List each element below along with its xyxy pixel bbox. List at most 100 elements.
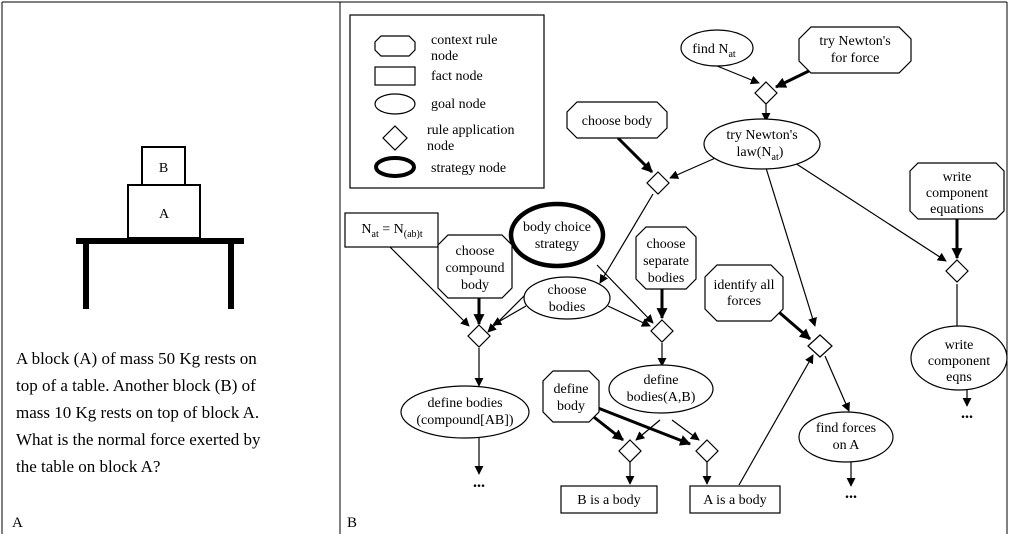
rule-node xyxy=(467,324,491,348)
node-try-newton-law: try Newton's law(Nat) xyxy=(703,118,821,170)
node-label: write xyxy=(943,170,972,185)
node-label: try Newton's xyxy=(726,128,797,143)
node-label: choose xyxy=(548,283,587,298)
edge xyxy=(599,193,654,284)
legend-label: node xyxy=(431,49,458,64)
svg-text:law(Nat): law(Nat) xyxy=(737,145,784,163)
node-define-bodies-compound: define bodies (compound[AB]) xyxy=(400,385,530,439)
edge xyxy=(589,412,624,442)
node-find-nat: find Nat xyxy=(680,29,754,67)
problem-line: mass 10 Kg rests on top of block A. xyxy=(16,403,259,422)
node-label: separate xyxy=(643,254,689,269)
block-b xyxy=(141,146,186,186)
node-label: find forces xyxy=(816,421,876,436)
table-leg-left xyxy=(83,244,89,309)
node-label: N xyxy=(361,222,371,237)
legend-label: context rule xyxy=(431,33,497,48)
node-choose-body: choose body xyxy=(566,101,668,139)
node-find-forces-on-a: find forces on A xyxy=(798,411,894,463)
continuation-ellipsis: ... xyxy=(845,485,857,502)
node-label: define xyxy=(554,382,589,397)
node-choose-bodies: choose bodies xyxy=(523,276,611,320)
graph-edges xyxy=(389,65,972,487)
edge xyxy=(607,305,651,327)
node-write-component-eqns: write component eqns xyxy=(910,325,1008,391)
node-label: law(N xyxy=(737,145,772,160)
legend-label: strategy node xyxy=(431,161,506,176)
edge xyxy=(738,354,814,486)
node-write-component-equations: write component equations xyxy=(909,162,1005,220)
node-label: = N xyxy=(379,222,404,237)
table-top xyxy=(76,238,244,244)
node-label: choose xyxy=(647,237,686,252)
legend-goal-icon xyxy=(374,93,416,115)
node-label: body xyxy=(461,278,489,293)
edge xyxy=(669,155,721,179)
node-label: (compound[AB]) xyxy=(416,413,514,428)
node-define-bodies-ab: define bodies(A,B) xyxy=(608,364,714,414)
panel-a-label: A xyxy=(12,515,23,531)
edge xyxy=(824,355,850,412)
node-label: component xyxy=(928,354,990,369)
edge xyxy=(794,162,947,262)
node-label: choose xyxy=(456,244,495,259)
edge xyxy=(492,305,527,326)
panel-a: B A A block (A) of mass 50 Kg rests on t… xyxy=(12,146,261,531)
node-label: eqns xyxy=(946,370,972,385)
node-label-subscript: at xyxy=(772,152,779,163)
node-label-subscript: (ab)t xyxy=(404,229,423,240)
node-label: find N xyxy=(692,42,728,57)
node-label: compound xyxy=(445,261,504,276)
problem-statement: A block (A) of mass 50 Kg rests on top o… xyxy=(16,349,261,476)
rule-node xyxy=(807,334,833,358)
edge xyxy=(389,246,470,327)
node-b-is-a-body: B is a body xyxy=(560,485,658,514)
node-label: equations xyxy=(930,202,984,217)
problem-line: What is the normal force exerted by xyxy=(16,430,261,449)
panel-b-label: B xyxy=(347,515,357,531)
graph-nodes: find Nat try Newton's for force choose b… xyxy=(344,26,1008,514)
node-label: for force xyxy=(831,51,880,66)
continuation-ellipsis: ... xyxy=(473,474,485,491)
table-illustration: B A xyxy=(76,146,244,309)
node-label: B is a body xyxy=(577,493,640,508)
node-try-newton-for-force: try Newton's for force xyxy=(798,26,912,74)
table-leg-right xyxy=(228,244,234,309)
legend-label: goal node xyxy=(431,97,486,112)
rule-node xyxy=(754,81,778,105)
node-label-subscript: at xyxy=(372,229,379,240)
block-a-label: A xyxy=(159,207,170,222)
node-label: try Newton's xyxy=(819,34,890,49)
edge xyxy=(635,419,661,441)
node-label: choose body xyxy=(582,114,652,129)
edge xyxy=(765,167,817,327)
node-label: body xyxy=(557,399,585,414)
rule-node xyxy=(695,439,719,463)
node-body-choice-strategy: body choice strategy xyxy=(508,201,606,269)
node-label-subscript: at xyxy=(728,49,735,60)
node-label: bodies(A,B) xyxy=(627,390,696,405)
block-b-label: B xyxy=(159,161,168,176)
legend-fact-icon xyxy=(374,66,416,86)
node-label: strategy xyxy=(535,237,579,252)
svg-text:find Nat: find Nat xyxy=(692,42,736,60)
legend-context-rule-icon xyxy=(374,35,416,57)
problem-line: the table on block A? xyxy=(16,457,160,476)
edge xyxy=(596,264,654,324)
node-label: write xyxy=(945,338,974,353)
rule-node xyxy=(650,319,674,343)
node-fact-nat: Nat = N(ab)t xyxy=(344,212,439,248)
edge xyxy=(616,136,654,174)
node-label: body choice xyxy=(523,220,591,235)
legend-label: fact node xyxy=(431,69,483,84)
node-label: bodies xyxy=(648,271,685,286)
problem-line: top of a table. Another block (B) of xyxy=(16,376,256,395)
node-identify-all-forces: identify all forces xyxy=(704,264,784,322)
node-label: A is a body xyxy=(703,493,766,508)
legend-strategy-icon xyxy=(374,156,416,178)
node-choose-separate-bodies: choose separate bodies xyxy=(635,226,697,290)
rule-node xyxy=(618,439,642,463)
node-choose-compound-body: choose compound body xyxy=(437,234,513,299)
